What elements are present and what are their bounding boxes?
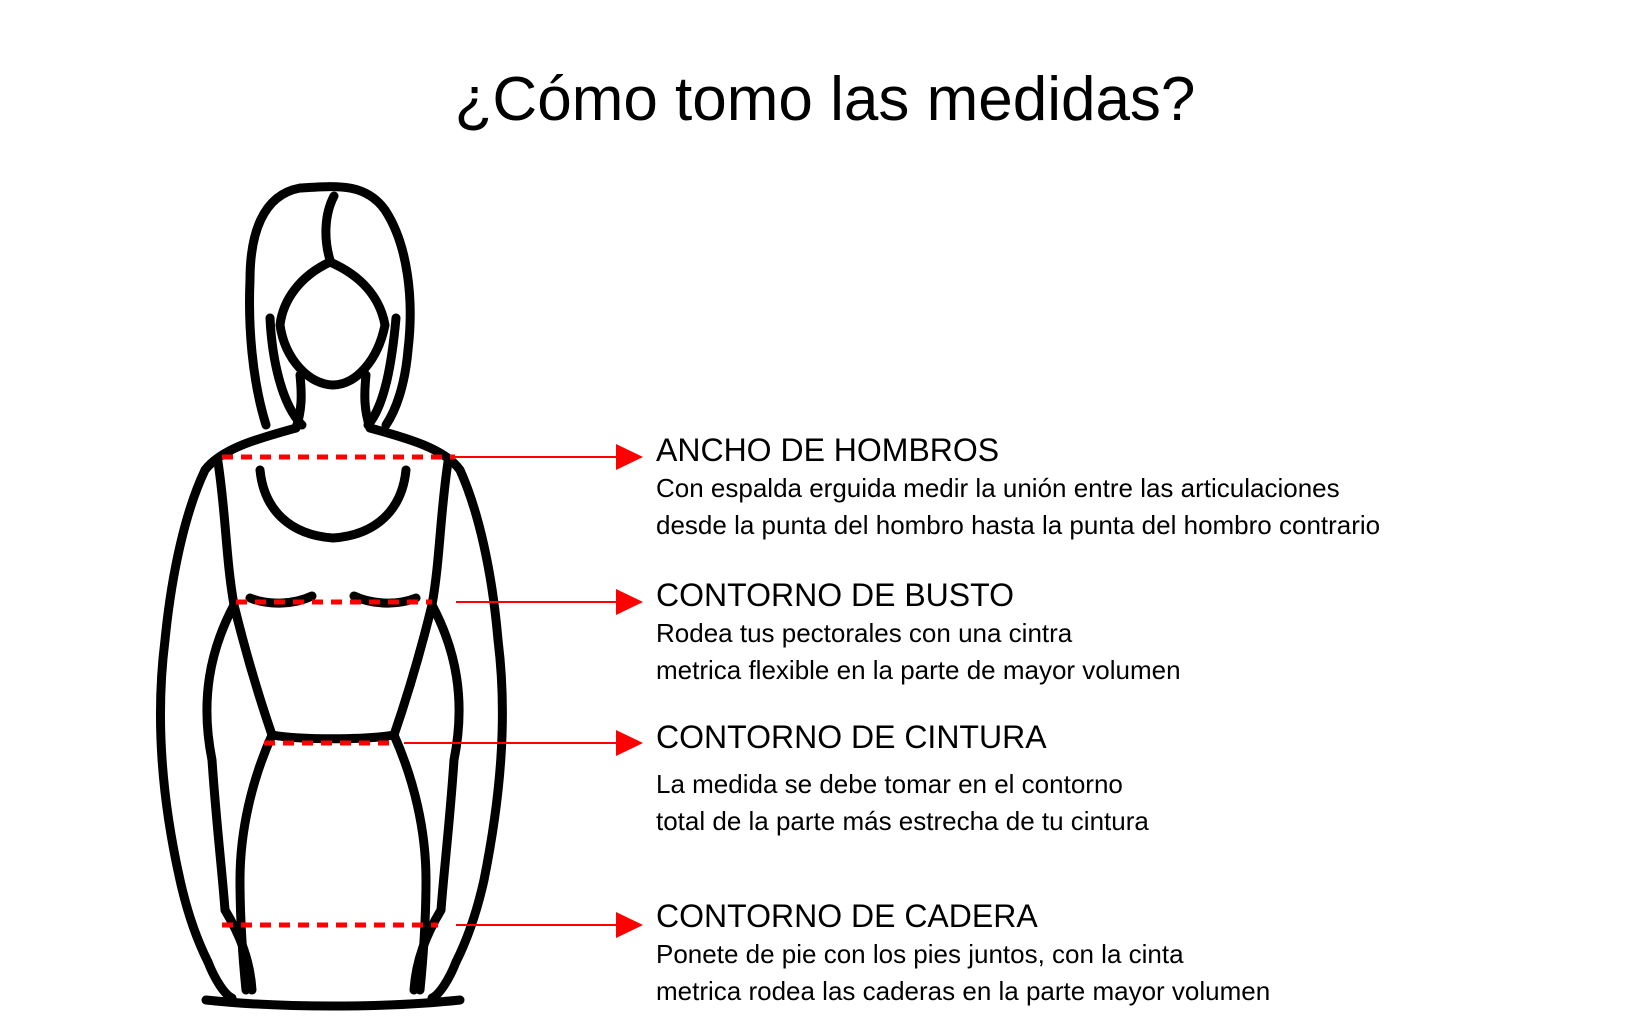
measurement-heading: CONTORNO DE CINTURA [656, 719, 1047, 755]
bra-outline [213, 457, 453, 610]
measurement-heading: ANCHO DE HOMBROS [656, 432, 1000, 468]
waist-line [267, 730, 399, 744]
left-inner-arm [202, 600, 239, 915]
face-outline [275, 257, 390, 390]
measurement-description-line: Rodea tus pectorales con una cintra [656, 618, 1073, 648]
arrow-right-icon [616, 730, 643, 756]
measurement-indicators [222, 444, 643, 938]
arrow-right-icon [616, 912, 643, 938]
hair-outline [245, 182, 415, 430]
measurement-heading: CONTORNO DE CADERA [656, 898, 1038, 934]
hair-inner-right [363, 313, 401, 430]
neck-right [360, 370, 375, 433]
measurement-description-line: Ponete de pie con los pies juntos, con l… [656, 939, 1184, 969]
measurement-bust: CONTORNO DE BUSTO Rodea tus pectorales c… [656, 577, 1616, 689]
measurement-description-line: desde la punta del hombro hasta la punta… [656, 510, 1381, 540]
measurement-hips: CONTORNO DE CADERA Ponete de pie con los… [656, 898, 1616, 1010]
arrow-right-icon [616, 589, 643, 615]
neck-left [291, 370, 306, 433]
measurement-waist: CONTORNO DE CINTURA La medida se debe to… [656, 719, 1616, 840]
left-hand [203, 905, 257, 1003]
right-inner-arm [427, 600, 464, 915]
measurement-description-line: Con espalda erguida medir la unión entre… [656, 473, 1340, 503]
figure-bottom [201, 995, 465, 1011]
measurement-shoulders: ANCHO DE HOMBROS Con espalda erguida med… [656, 432, 1616, 544]
measurement-description-line: metrica flexible en la parte de mayor vo… [656, 655, 1181, 685]
hair-part [321, 191, 339, 265]
measurement-description-line: total de la parte más estrecha de tu cin… [656, 806, 1149, 836]
measurement-description-line: La medida se debe tomar en el contorno [656, 769, 1123, 799]
torso-left [229, 600, 277, 740]
arrow-right-icon [616, 444, 643, 470]
right-cup [349, 591, 421, 608]
torso-right [389, 600, 437, 740]
measurement-heading: CONTORNO DE BUSTO [656, 577, 1014, 613]
measurement-description-line: metrica rodea las caderas en la parte ma… [656, 976, 1271, 1006]
page-title: ¿Cómo tomo las medidas? [454, 65, 1196, 134]
right-hand [409, 905, 461, 1003]
